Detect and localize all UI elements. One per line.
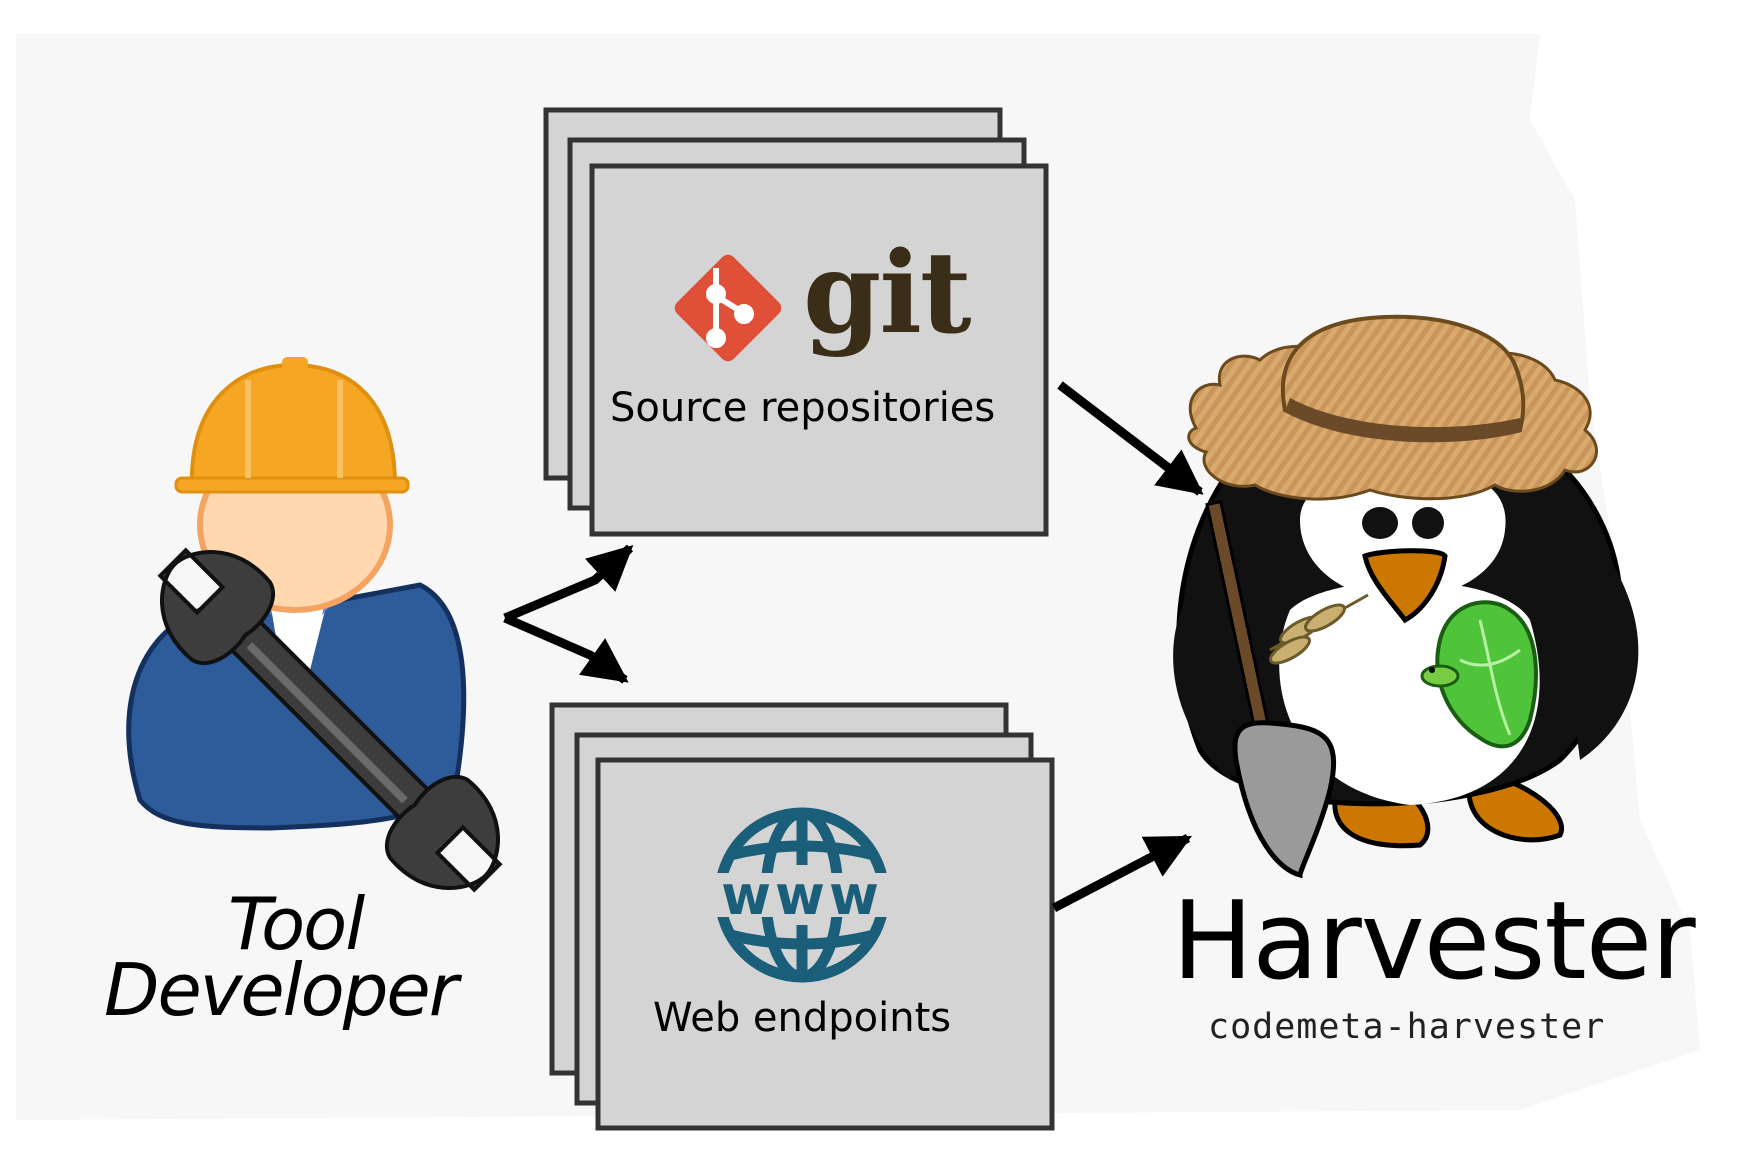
- penguin-farmer-icon: [1173, 314, 1639, 879]
- arrow-from-source-repos: [1057, 381, 1204, 496]
- arrow-to-web-endpoints: [503, 613, 629, 684]
- source-repositories-label: Source repositories: [610, 385, 996, 431]
- source-repositories-stack: [543, 107, 1049, 537]
- web-endpoints-stack: www: [549, 702, 1055, 1131]
- straw-hat-icon: [1187, 314, 1598, 501]
- www-label: www: [721, 864, 883, 927]
- git-logo-icon: [674, 254, 782, 362]
- arrow-from-web-endpoints: [1051, 834, 1192, 912]
- harvester-arrows: [1051, 381, 1204, 912]
- cabbage-icon: [1420, 600, 1538, 749]
- wheat-icon: [1269, 593, 1369, 665]
- globe-www-icon: www: [710, 807, 894, 983]
- shovel-icon: [1205, 499, 1337, 879]
- source-repositories-card: [589, 163, 1049, 537]
- tool-developer-label-line2: Developer: [104, 948, 458, 1032]
- harvester-subtitle: codemeta-harvester: [1208, 1007, 1606, 1047]
- wrench-icon: [157, 547, 503, 893]
- developer-arrows: [503, 544, 634, 684]
- web-endpoints-label: Web endpoints: [653, 995, 952, 1041]
- tool-developer-figure: [126, 357, 503, 893]
- git-wordmark: git: [803, 228, 972, 359]
- harvester-title: Harvester: [1172, 879, 1696, 1004]
- tool-developer-label-line1: Tool: [228, 882, 365, 966]
- hard-hat-icon: [174, 357, 410, 494]
- arrow-to-source-repos: [503, 544, 634, 623]
